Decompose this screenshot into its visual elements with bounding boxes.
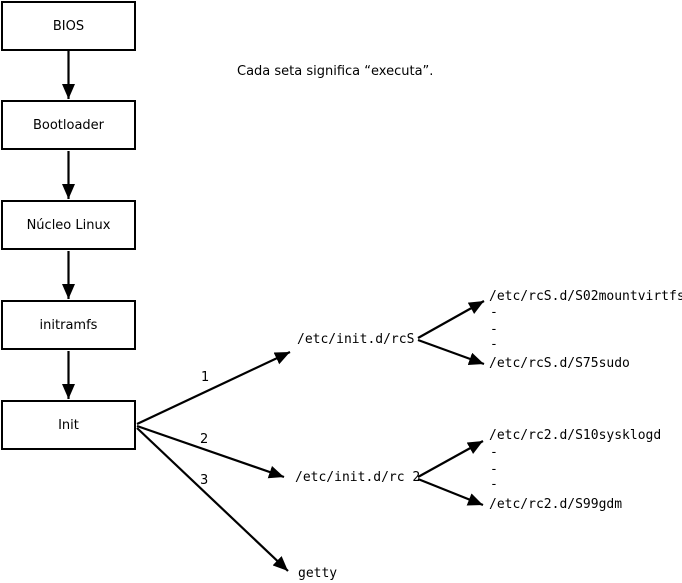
box-linux-kernel: Núcleo Linux bbox=[1, 200, 136, 250]
arrow-init-to-getty bbox=[136, 427, 289, 572]
box-bios: BIOS bbox=[1, 1, 136, 51]
box-init: Init bbox=[1, 400, 136, 450]
box-linux-kernel-label: Núcleo Linux bbox=[26, 217, 111, 233]
box-init-label: Init bbox=[58, 417, 79, 433]
arrow-meaning-note: Cada seta significa “executa”. bbox=[237, 64, 434, 79]
rcs-ellipsis-dash-3: - bbox=[490, 337, 498, 352]
box-initramfs: initramfs bbox=[1, 300, 136, 350]
rc2-ellipsis-dash-2: - bbox=[490, 462, 498, 477]
branch-number-1: 1 bbox=[201, 370, 210, 385]
arrow-rcs-to-s02mountvirtfs bbox=[417, 300, 485, 339]
box-bios-label: BIOS bbox=[52, 18, 85, 34]
box-bootloader: Bootloader bbox=[1, 100, 136, 150]
rcs-ellipsis-dash-2: - bbox=[490, 322, 498, 337]
arrow-rc2-to-s10sysklogd bbox=[417, 440, 484, 478]
path-rc2-s99gdm: /etc/rc2.d/S99gdm bbox=[489, 497, 623, 512]
path-rcs-s02mountvirtfs: /etc/rcS.d/S02mountvirtfs bbox=[489, 289, 682, 304]
rc2-ellipsis-dash-3: - bbox=[490, 477, 498, 492]
rcs-ellipsis-dash-1: - bbox=[490, 305, 498, 320]
path-init-d-rcs: /etc/init.d/rcS bbox=[297, 332, 415, 347]
arrow-rcs-to-s75sudo bbox=[417, 338, 485, 366]
arrow-rc2-to-s99gdm bbox=[417, 477, 484, 507]
branch-number-3: 3 bbox=[200, 473, 209, 488]
box-bootloader-label: Bootloader bbox=[32, 117, 105, 133]
path-init-d-rc2: /etc/init.d/rc 2 bbox=[295, 470, 421, 485]
path-getty: getty bbox=[298, 566, 338, 581]
path-rc2-s10sysklogd: /etc/rc2.d/S10sysklogd bbox=[489, 428, 662, 443]
arrow-init-to-rc2 bbox=[136, 424, 285, 479]
arrow-init-to-rcs bbox=[136, 351, 291, 425]
box-initramfs-label: initramfs bbox=[39, 317, 98, 333]
rc2-ellipsis-dash-1: - bbox=[490, 445, 498, 460]
branch-number-2: 2 bbox=[200, 432, 209, 447]
path-rcs-s75sudo: /etc/rcS.d/S75sudo bbox=[489, 356, 630, 371]
